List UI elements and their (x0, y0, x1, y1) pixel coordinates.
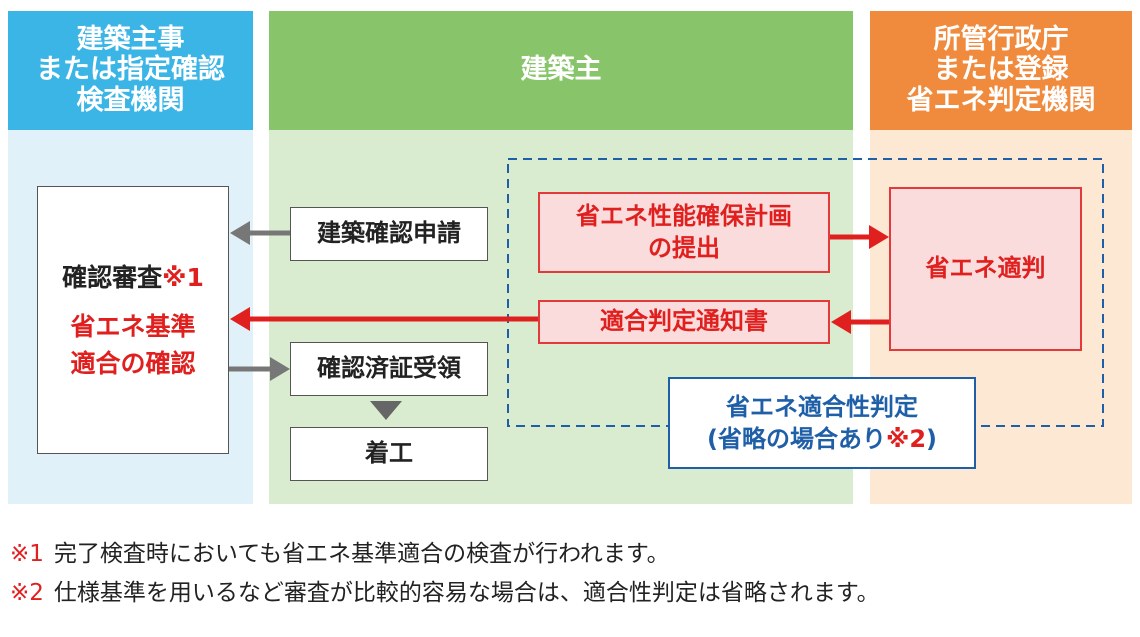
arrow-tekihan-to-tsuchisho-head (831, 310, 851, 334)
arrow-shinsei-to-shinsa-head (230, 221, 250, 245)
tekigo-hantei-note: (省略の場合あり※2) (707, 423, 937, 455)
footnote-2-text: 仕様基準を用いるなど審査が比較的容易な場合は、適合性判定は省略されます。 (53, 580, 880, 606)
arrow-keikaku-to-tekihan-head (869, 225, 889, 249)
footnote-1-text: 完了検査時においても省エネ基準適合の検査が行われます。 (53, 541, 670, 567)
arrow-juryo-to-chakko (370, 401, 402, 420)
tekigo-hantei-open: (省略の場合あり (707, 425, 886, 453)
chakko-box: 着工 (290, 427, 488, 481)
shoene-kijun-label: 省エネ基準 適合の確認 (70, 311, 196, 379)
tekigo-hantei-tsuchisho-box: 適合判定通知書 (538, 300, 830, 344)
column-left-header: 建築主事 または指定確認 検査機関 (8, 11, 253, 130)
kenchiku-kakunin-shinsei-box: 建築確認申請 (290, 207, 488, 261)
arrow-tsuchisho-to-shinsa-head (230, 307, 250, 331)
note2-ref-mark: ※2 (885, 425, 927, 453)
kakunin-zumisho-juryo-box: 確認済証受領 (290, 342, 488, 396)
note1-ref-mark: ※1 (162, 262, 204, 292)
kakunin-shinsa-box: 確認審査※1 省エネ基準 適合の確認 (37, 186, 229, 454)
column-right-header: 所管行政庁 または登録 省エネ判定機関 (870, 11, 1132, 130)
footnote-1-mark: ※1 (10, 541, 44, 567)
footnote-2-mark: ※2 (10, 580, 44, 606)
tekigo-hantei-title: 省エネ適合性判定 (726, 392, 918, 421)
shoene-keikaku-teishutsu-box: 省エネ性能確保計画 の提出 (538, 192, 830, 273)
kakunin-shinsa-text: 確認審査 (62, 262, 163, 292)
shoene-tekigo-hantei-box: 省エネ適合性判定 (省略の場合あり※2) (668, 377, 976, 469)
kakunin-shinsa-label: 確認審査※1 (62, 258, 204, 294)
column-middle-header: 建築主 (269, 11, 853, 130)
shoene-tekihan-box: 省エネ適判 (889, 187, 1082, 351)
arrow-shinsa-to-juryo-head (270, 357, 290, 381)
footnote-2: ※2 仕様基準を用いるなど審査が比較的容易な場合は、適合性判定は省略されます。 (10, 573, 880, 607)
tekigo-hantei-close: ) (926, 425, 937, 453)
footnote-1: ※1 完了検査時においても省エネ基準適合の検査が行われます。 (10, 534, 670, 568)
